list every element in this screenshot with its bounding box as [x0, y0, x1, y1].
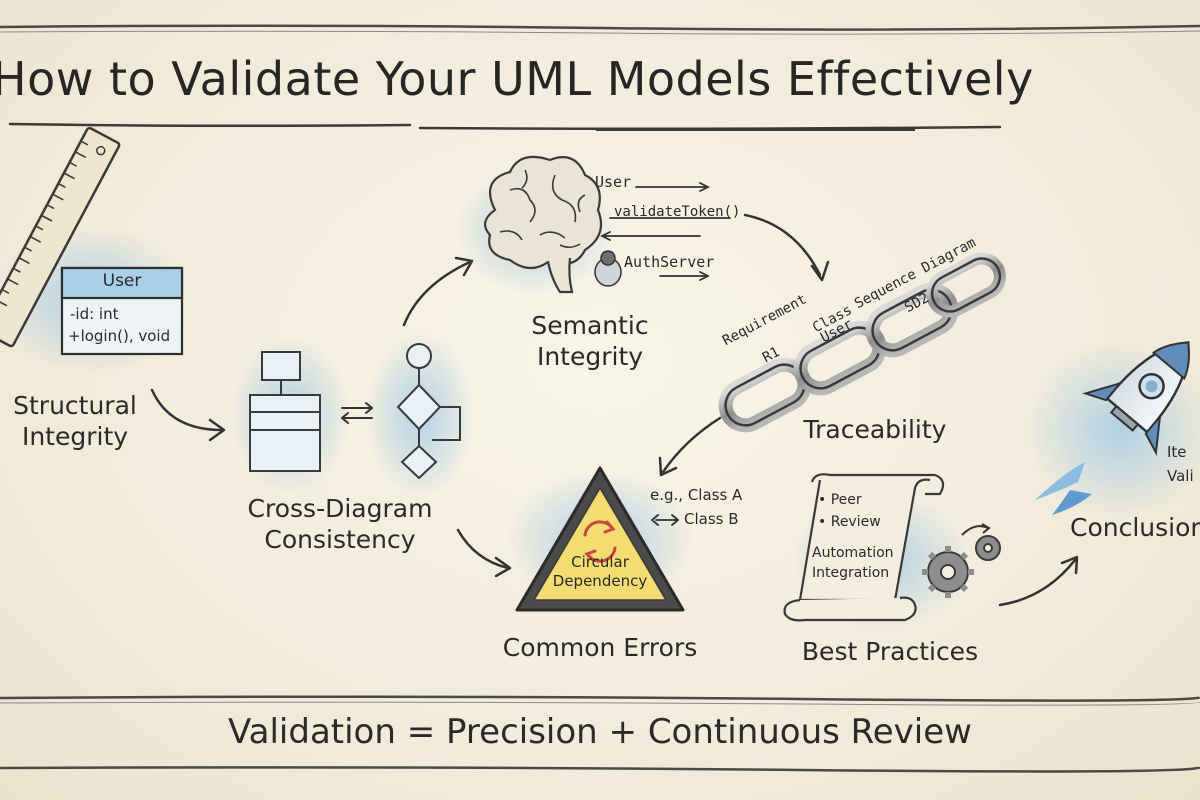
circular-arrows-icon [583, 520, 617, 563]
user-figure-icon [594, 250, 622, 287]
arrow-semantic-to-trace [743, 213, 822, 277]
best-practices-label: Best Practices [801, 637, 979, 666]
sequence-msg-validate: validateToken() [614, 204, 741, 220]
uml-class-name: User [102, 271, 142, 291]
arrow-trace-to-errors [661, 416, 722, 474]
gears-icon [922, 523, 1001, 598]
error-example-line1: e.g., Class A [650, 486, 743, 504]
uml-class-method: +login(), void [68, 327, 171, 345]
footer-border-top [0, 695, 1200, 702]
brain-icon [483, 155, 603, 294]
arrow-practices-to-conclusion [998, 558, 1077, 607]
page-title: How to Validate Your UML Models Effectiv… [0, 52, 1034, 106]
rocket-icon [1035, 341, 1190, 515]
flowchart-icon [396, 343, 461, 480]
practice-item-review: • Review [818, 514, 881, 530]
footer-summary: Validation = Precision + Continuous Revi… [228, 712, 972, 752]
chain-icon [718, 252, 1006, 433]
traceability-label: Traceability [803, 415, 947, 444]
sequence-msg-user: User [595, 173, 632, 191]
cross-diagram-label: Cross-Diagram Consistency [247, 494, 433, 554]
practice-item-peer: • Peer [818, 492, 862, 508]
class-diagram-icon [249, 351, 321, 472]
warning-triangle-icon [515, 466, 685, 612]
arrow-cross-to-semantic [402, 260, 472, 327]
arrow-cross-to-errors [456, 528, 510, 570]
sequence-messages [599, 182, 731, 281]
sequence-msg-auth: AuthServer [624, 253, 715, 271]
warning-text: Circular Dependency [552, 553, 648, 590]
title-underline [8, 122, 1002, 131]
practice-item-automation: Automation [812, 545, 894, 561]
scroll-icon [783, 473, 945, 622]
footer-border-bottom [0, 765, 1200, 773]
conclusion-label: Conclusion [1070, 513, 1200, 542]
semantic-integrity-label: Semantic Integrity [531, 311, 649, 371]
top-border [0, 24, 1200, 31]
error-example-line2: Class B [684, 510, 739, 528]
ruler-icon [0, 126, 121, 348]
uml-class-box [60, 266, 184, 356]
common-errors-label: Common Errors [502, 633, 698, 662]
uml-class-attribute: -id: int [70, 305, 119, 323]
conclusion-partial-text: Ite Vali [1167, 443, 1194, 485]
bidirectional-arrow-icon [651, 514, 679, 526]
arrow-structural-to-cross [150, 388, 224, 432]
structural-integrity-label: Structural Integrity [13, 391, 137, 451]
sync-arrows-icon [340, 402, 374, 424]
practice-item-integration: Integration [812, 565, 890, 581]
